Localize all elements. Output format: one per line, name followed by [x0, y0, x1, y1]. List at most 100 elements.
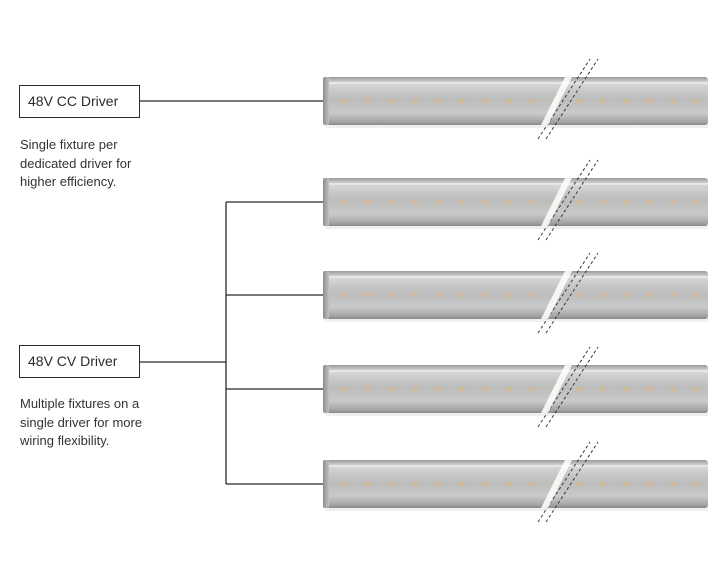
cc-driver-description: Single fixture per dedicated driver for … [20, 137, 132, 189]
led-dot [387, 199, 395, 205]
led-dot [622, 386, 630, 392]
led-dot [340, 98, 348, 104]
led-dot [410, 292, 419, 298]
led-dot [457, 98, 466, 104]
break-mark-line [545, 252, 599, 334]
break-mark-line [545, 441, 599, 523]
fixture-end-cap [323, 77, 329, 125]
led-dot [481, 292, 489, 298]
led-dot [692, 98, 701, 104]
led-fixture [323, 441, 708, 523]
led-dot [434, 481, 442, 487]
fixtures [323, 58, 708, 523]
led-dot [669, 292, 677, 298]
led-dot [598, 199, 607, 205]
led-dot [410, 386, 419, 392]
led-dot [457, 292, 466, 298]
led-dot [645, 292, 654, 298]
break-mark-line [537, 58, 591, 140]
led-dot [504, 292, 513, 298]
cc-driver-box: 48V CC Driver [19, 85, 140, 118]
led-dot [622, 98, 630, 104]
led-dot [645, 386, 654, 392]
led-dot [692, 199, 701, 205]
led-dot [363, 292, 372, 298]
break-mark-line [545, 346, 599, 428]
led-dot [575, 292, 583, 298]
led-dot [692, 481, 701, 487]
break-mark-line [545, 159, 599, 241]
break-mark-line [537, 346, 591, 428]
fixture-body [323, 77, 708, 125]
led-dot [622, 481, 630, 487]
led-dot [504, 386, 513, 392]
cv-driver-description: Multiple fixtures on a single driver for… [20, 396, 143, 448]
break-mark-line [537, 252, 591, 334]
led-dot [645, 98, 654, 104]
led-dot [622, 199, 630, 205]
led-dot [669, 98, 677, 104]
break-gap [541, 460, 572, 508]
fixture-body [323, 365, 708, 413]
led-dot [387, 292, 395, 298]
led-fixture [323, 346, 708, 428]
led-dot [434, 386, 442, 392]
led-dot [504, 199, 513, 205]
led-dot [434, 292, 442, 298]
break-gap [541, 178, 572, 226]
led-dot [645, 199, 654, 205]
led-dot [340, 292, 348, 298]
break-gap [541, 271, 572, 319]
break-mark-line [537, 441, 591, 523]
led-dot [528, 292, 536, 298]
led-dot [528, 481, 536, 487]
led-dot [528, 386, 536, 392]
fixture-highlight [329, 82, 708, 84]
break-gap [541, 77, 572, 125]
led-dot [504, 481, 513, 487]
led-dot [340, 386, 348, 392]
led-dot [387, 481, 395, 487]
led-dot [457, 386, 466, 392]
led-dot [410, 199, 419, 205]
fixture-highlight [329, 370, 708, 372]
led-dot [528, 98, 536, 104]
break-gap [541, 365, 572, 413]
led-dot [504, 98, 513, 104]
led-dot [598, 292, 607, 298]
led-dot [481, 386, 489, 392]
cv-driver-label: 48V CV Driver [28, 353, 118, 369]
led-dot [340, 199, 348, 205]
led-fixture [323, 252, 708, 334]
led-dot [575, 481, 583, 487]
led-dot [363, 481, 372, 487]
led-dot [575, 199, 583, 205]
led-dot [481, 481, 489, 487]
led-dot [410, 98, 419, 104]
led-dot [669, 386, 677, 392]
led-dot [457, 199, 466, 205]
led-dot [457, 481, 466, 487]
fixture-highlight [329, 465, 708, 467]
led-dot [363, 199, 372, 205]
led-dot [598, 386, 607, 392]
led-dot [434, 199, 442, 205]
fixture-highlight [329, 276, 708, 278]
led-dot [481, 98, 489, 104]
cv-driver-box: 48V CV Driver [19, 345, 140, 378]
led-dot [692, 386, 701, 392]
cc-driver-label: 48V CC Driver [28, 93, 119, 109]
led-dot [598, 98, 607, 104]
led-dot [363, 386, 372, 392]
fixture-end-cap [323, 365, 329, 413]
led-dot [669, 481, 677, 487]
led-dot [340, 481, 348, 487]
break-mark-line [537, 159, 591, 241]
led-dot [669, 199, 677, 205]
fixture-body [323, 178, 708, 226]
led-dot [598, 481, 607, 487]
fixture-end-cap [323, 460, 329, 508]
led-fixture [323, 159, 708, 241]
fixture-end-cap [323, 178, 329, 226]
